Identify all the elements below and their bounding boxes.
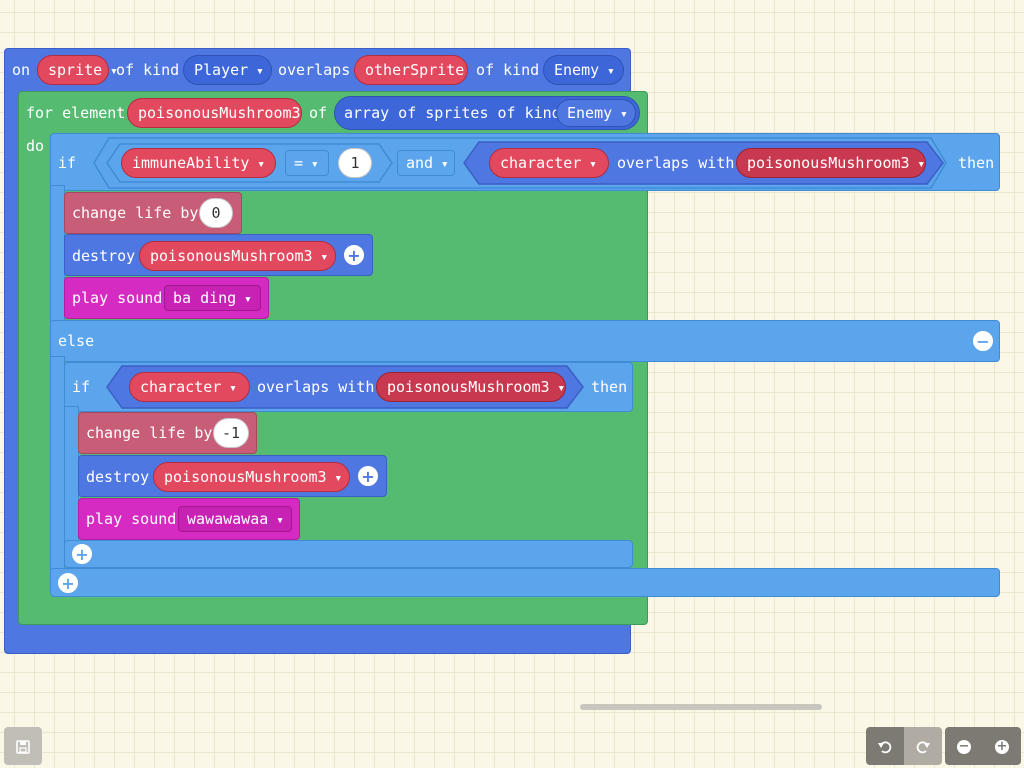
- event-overlaps-label: overlaps: [278, 61, 351, 79]
- sound-dropdown[interactable]: ba ding: [164, 285, 261, 311]
- array-of-sprites-label: array of sprites of kind: [344, 104, 561, 122]
- event-on-label: on: [12, 61, 31, 79]
- destroy-target-variable[interactable]: poisonousMushroom3: [139, 241, 336, 271]
- sound-dropdown-2[interactable]: wawawawaa: [178, 506, 292, 532]
- then-label: then: [958, 154, 995, 172]
- inner-if-label: if: [72, 378, 91, 396]
- equals-operator-dropdown[interactable]: =: [285, 150, 329, 176]
- if-else-spine: [50, 185, 65, 325]
- add-else-if-icon-2[interactable]: +: [58, 573, 78, 593]
- loop-of-label: of: [309, 104, 328, 122]
- zoom-out-icon: −: [957, 738, 971, 754]
- add-circle-icon[interactable]: +: [344, 245, 364, 265]
- change-life-label-2: change life by: [86, 424, 213, 442]
- event-kind-dropdown-enemy[interactable]: Enemy: [543, 55, 624, 85]
- loop-do-label: do: [26, 137, 45, 155]
- array-kind-dropdown[interactable]: Enemy: [556, 99, 636, 127]
- add-circle-icon-2[interactable]: +: [358, 466, 378, 486]
- horizontal-scrollbar[interactable]: [580, 704, 822, 710]
- zoom-in-button[interactable]: +: [983, 727, 1021, 765]
- play-sound-label: play sound: [72, 289, 163, 307]
- save-icon: [16, 739, 30, 754]
- inner-overlaps-with-label: overlaps with: [257, 378, 375, 396]
- zoom-out-button[interactable]: −: [945, 727, 983, 765]
- remove-else-icon[interactable]: −: [973, 331, 993, 351]
- event-of-kind-label: of kind: [116, 61, 180, 79]
- change-life-value-2[interactable]: -1: [213, 418, 249, 448]
- loop-variable[interactable]: poisonousMushroom3: [127, 98, 302, 128]
- immune-ability-variable[interactable]: immuneAbility: [121, 148, 276, 178]
- event-of-kind-label-2: of kind: [476, 61, 540, 79]
- if-else-footer: [50, 568, 1000, 597]
- change-life-value[interactable]: 0: [199, 198, 233, 228]
- overlaps-with-label: overlaps with: [617, 154, 735, 172]
- undo-icon: [878, 740, 892, 753]
- redo-button[interactable]: [904, 727, 942, 765]
- if-label: if: [58, 154, 77, 172]
- inner-overlaps-target-variable[interactable]: poisonousMushroom3: [376, 372, 566, 402]
- else-row[interactable]: [50, 320, 1000, 362]
- else-label: else: [58, 332, 95, 350]
- and-operator-dropdown[interactable]: and: [397, 150, 455, 176]
- zoom-in-icon: +: [995, 738, 1009, 754]
- inner-character-variable[interactable]: character: [129, 372, 250, 402]
- inner-if-footer: [64, 540, 633, 568]
- event-kind-dropdown-player[interactable]: Player: [183, 55, 272, 85]
- for-element-label: for element: [26, 104, 126, 122]
- inner-then-label: then: [591, 378, 628, 396]
- inner-if-spine: [64, 406, 79, 546]
- compare-value-input[interactable]: 1: [338, 148, 372, 178]
- change-life-label: change life by: [72, 204, 199, 222]
- redo-icon: [916, 740, 930, 753]
- destroy-label-2: destroy: [86, 468, 150, 486]
- save-button[interactable]: [4, 727, 42, 765]
- overlaps-target-variable[interactable]: poisonousMushroom3: [736, 148, 926, 178]
- play-sound-label-2: play sound: [86, 510, 177, 528]
- event-other-sprite-variable[interactable]: otherSprite: [354, 55, 468, 85]
- event-sprite-variable[interactable]: sprite: [37, 55, 109, 85]
- undo-button[interactable]: [866, 727, 904, 765]
- add-else-if-icon[interactable]: +: [72, 544, 92, 564]
- else-spine: [50, 356, 65, 570]
- destroy-target-variable-2[interactable]: poisonousMushroom3: [153, 462, 350, 492]
- character-variable[interactable]: character: [489, 148, 609, 178]
- destroy-label: destroy: [72, 247, 136, 265]
